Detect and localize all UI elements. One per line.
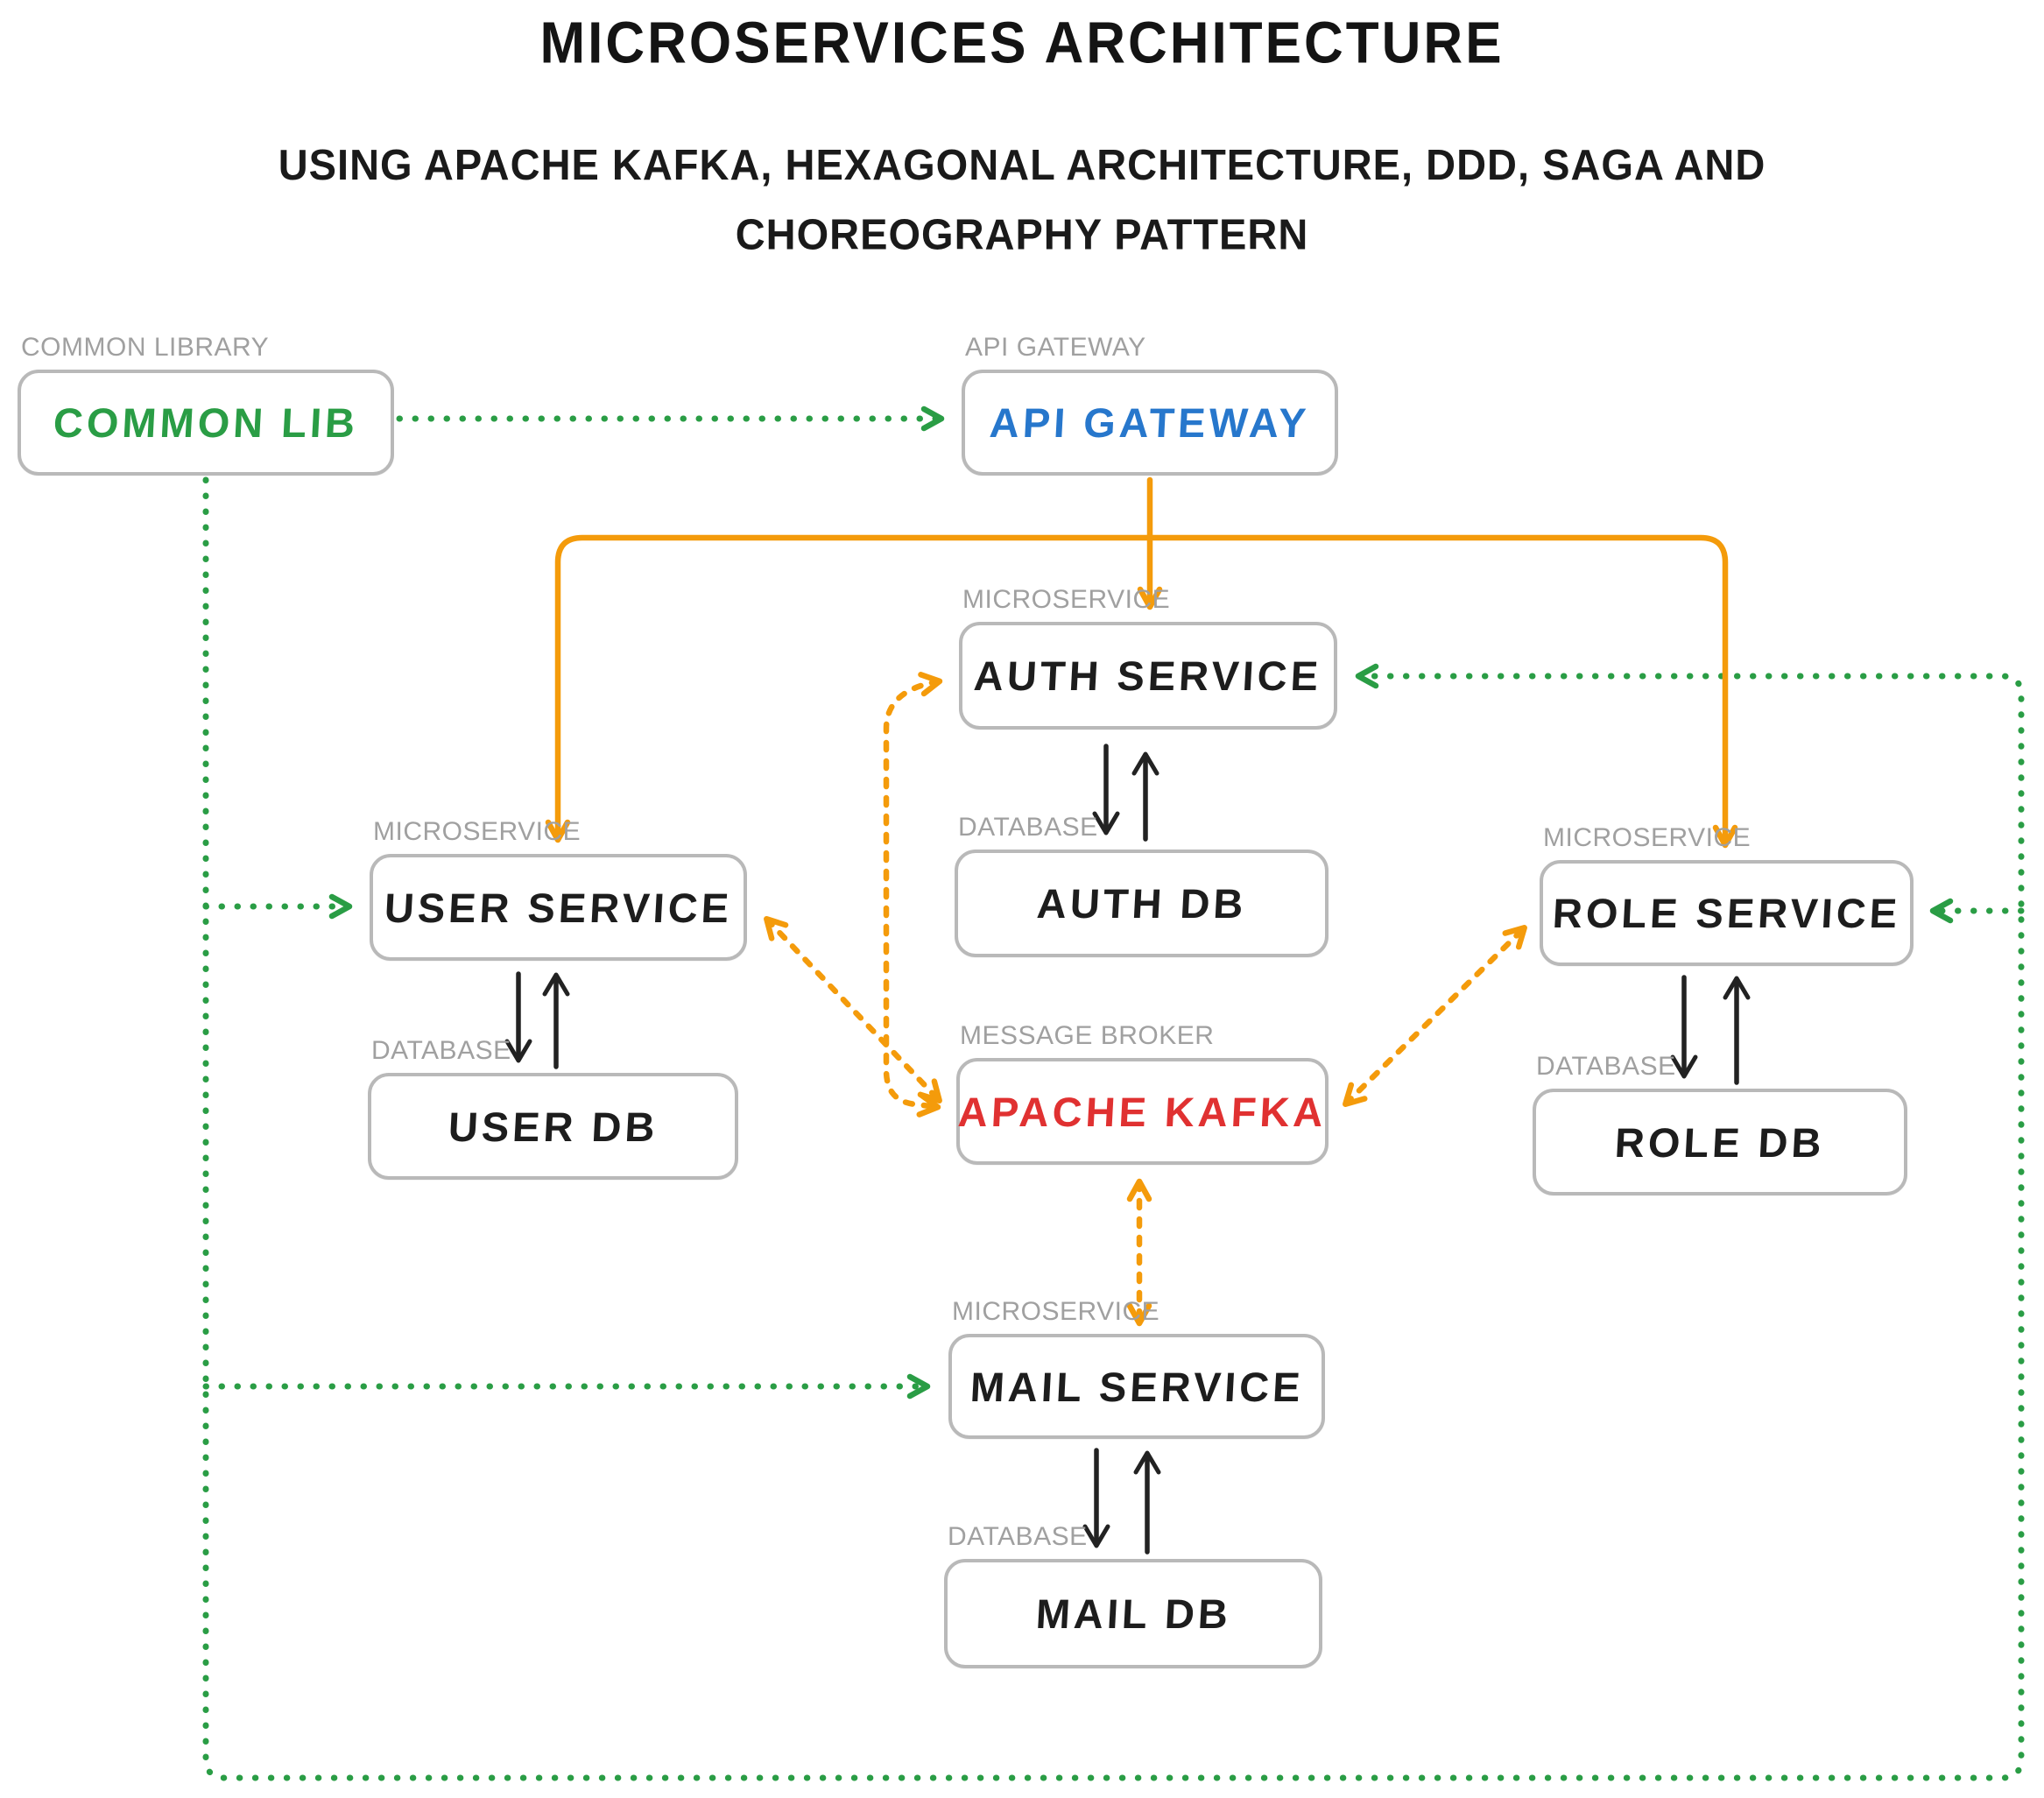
node-auth-db-box: AUTH DB [955, 850, 1329, 957]
edge-user-service-kafka [764, 916, 942, 1103]
node-api-gateway: API GATEWAY API GATEWAY [962, 333, 1338, 476]
node-mail-service-category: MICROSERVICE [952, 1297, 1160, 1326]
node-user-db-box: USER DB [368, 1073, 738, 1180]
node-role-service-category: MICROSERVICE [1543, 823, 1751, 852]
node-auth-db-category: DATABASE [958, 813, 1098, 842]
node-role-service-label: ROLE SERVICE [1551, 890, 1902, 936]
node-user-db-category: DATABASE [371, 1036, 511, 1065]
node-role-db: DATABASE ROLE DB [1533, 1052, 1907, 1195]
node-role-service-box: ROLE SERVICE [1540, 860, 1914, 966]
node-common-lib-category: COMMON LIBRARY [21, 333, 270, 362]
node-role-db-category: DATABASE [1536, 1052, 1676, 1081]
diagram-title: MICROSERVICES ARCHITECTURE [539, 11, 1505, 76]
diagram-subtitle: USING APACHE KAFKA, HEXAGONAL ARCHITECTU… [278, 139, 1766, 259]
edge-auth-service-kafka [883, 672, 943, 1118]
node-user-db-label: USER DB [447, 1103, 659, 1150]
node-user-db: DATABASE USER DB [368, 1036, 738, 1180]
node-auth-service-category: MICROSERVICE [962, 585, 1171, 614]
node-auth-service-box: AUTH SERVICE [959, 622, 1337, 730]
node-apache-kafka-box: APACHE KAFKA [956, 1058, 1329, 1165]
node-user-service-category: MICROSERVICE [373, 817, 581, 846]
node-mail-service-label: MAIL SERVICE [969, 1363, 1305, 1410]
node-role-db-box: ROLE DB [1533, 1089, 1907, 1195]
edge-api-gateway-to-user-and-role-service [545, 534, 1738, 849]
node-api-gateway-box: API GATEWAY [962, 370, 1338, 476]
node-role-service: MICROSERVICE ROLE SERVICE [1540, 823, 1914, 966]
node-auth-db-label: AUTH DB [1035, 880, 1248, 927]
node-mail-db: DATABASE MAIL DB [944, 1522, 1322, 1668]
node-mail-db-category: DATABASE [948, 1522, 1088, 1551]
node-apache-kafka: MESSAGE BROKER APACHE KAFKA [956, 1021, 1329, 1165]
node-mail-db-box: MAIL DB [944, 1559, 1322, 1668]
node-user-service-label: USER SERVICE [383, 884, 734, 931]
node-mail-service-box: MAIL SERVICE [948, 1334, 1325, 1439]
node-user-service: MICROSERVICE USER SERVICE [370, 817, 747, 961]
edge-role-service-kafka [1343, 925, 1527, 1107]
node-user-service-box: USER SERVICE [370, 854, 747, 961]
node-auth-db: DATABASE AUTH DB [955, 813, 1329, 957]
node-common-lib: COMMON LIBRARY COMMON LIB [18, 333, 394, 476]
node-mail-db-label: MAIL DB [1034, 1590, 1232, 1637]
node-apache-kafka-label: APACHE KAFKA [956, 1088, 1329, 1135]
node-role-db-label: ROLE DB [1613, 1118, 1827, 1166]
node-common-lib-box: COMMON LIB [18, 370, 394, 476]
node-auth-service: MICROSERVICE AUTH SERVICE [959, 585, 1337, 730]
node-api-gateway-label: API GATEWAY [988, 399, 1311, 446]
edge-common-lib-loop-to-auth-service [202, 476, 2025, 1781]
node-apache-kafka-category: MESSAGE BROKER [960, 1021, 1215, 1050]
node-auth-service-label: AUTH SERVICE [973, 652, 1323, 699]
node-mail-service: MICROSERVICE MAIL SERVICE [948, 1297, 1325, 1439]
node-common-lib-label: COMMON LIB [52, 399, 360, 446]
node-api-gateway-category: API GATEWAY [965, 333, 1146, 362]
